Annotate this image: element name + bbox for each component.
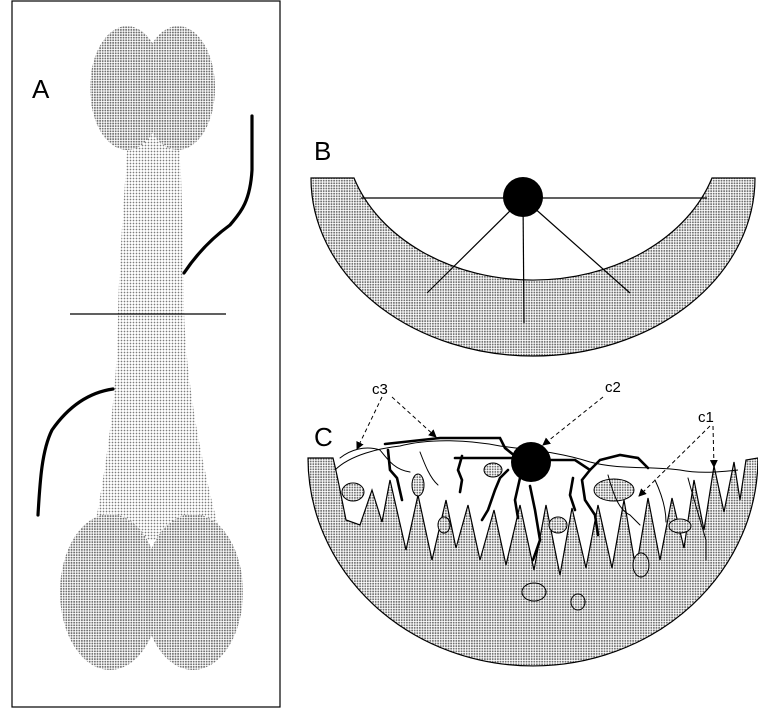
callout-c3: c3 — [372, 381, 388, 398]
panel-a: A — [12, 1, 280, 707]
femur-shaft — [92, 95, 222, 540]
femur-proximal-head — [90, 26, 215, 150]
panel-b: B — [311, 136, 755, 356]
panel-b-label: B — [314, 136, 331, 166]
central-artery — [503, 177, 543, 217]
callout-c1: c1 — [698, 409, 714, 426]
bone-section — [308, 458, 758, 666]
panel-a-label: A — [32, 74, 50, 104]
central-artery-c — [511, 442, 551, 482]
panel-c: C c3 c2 c1 — [308, 379, 758, 668]
callout-c2: c2 — [605, 379, 621, 396]
panel-c-label: C — [314, 422, 333, 452]
